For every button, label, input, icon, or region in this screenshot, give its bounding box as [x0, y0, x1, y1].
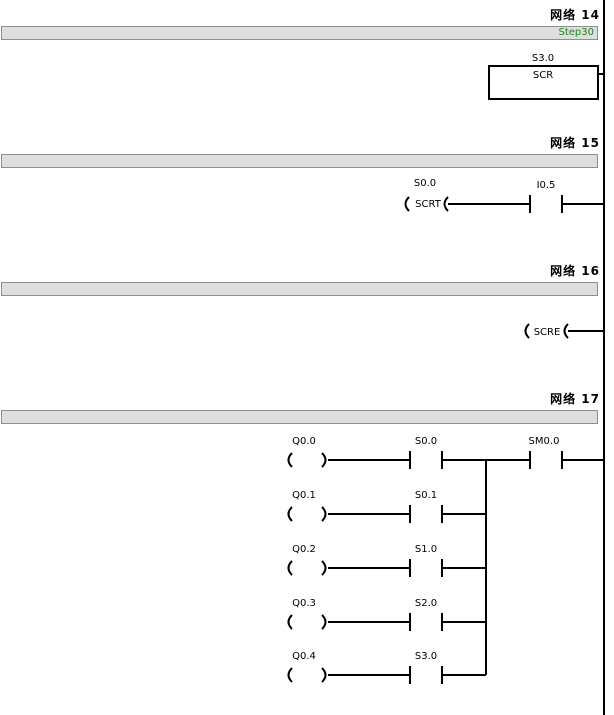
contact-sm0-0-address: SM0.0 — [529, 436, 560, 447]
branch-coil[interactable]: Q0.0 — [287, 436, 327, 468]
coil-scre-label: SCRE — [534, 327, 561, 338]
power-rail — [603, 0, 605, 715]
contact-i0-5[interactable]: I0.5 — [529, 180, 563, 213]
branch-coil[interactable]: Q0.3 — [287, 598, 327, 630]
scr-box-address: S3.0 — [532, 53, 554, 64]
scr-box-label: SCR — [533, 70, 553, 81]
contact-i0-5-address: I0.5 — [537, 180, 556, 191]
branch-contact[interactable]: S2.0 — [409, 598, 443, 631]
network-14-title[interactable]: 网络 14 — [550, 8, 600, 22]
branch-coil[interactable]: Q0.1 — [287, 490, 327, 522]
branch-coil-address: Q0.4 — [292, 651, 316, 662]
branch-contact-address: S1.0 — [415, 544, 437, 555]
scr-box[interactable]: S3.0 SCR — [488, 53, 604, 100]
branch-coil-address: Q0.3 — [292, 598, 316, 609]
branch-row: S0.0 Q0.0 — [287, 436, 486, 469]
coil-scrt-address: S0.0 — [414, 178, 436, 189]
network-16-comment-bar[interactable] — [1, 282, 598, 296]
branch-contact-address: S2.0 — [415, 598, 437, 609]
network-15-comment-bar[interactable] — [1, 154, 598, 168]
network-14-comment-bar[interactable]: Step30 — [1, 26, 598, 40]
branch-row: S1.0 Q0.2 — [287, 544, 486, 577]
coil-scre[interactable]: SCRE — [524, 323, 569, 339]
network-17-title[interactable]: 网络 17 — [550, 392, 600, 406]
branch-coil-address: Q0.1 — [292, 490, 316, 501]
network-17-comment-bar[interactable] — [1, 410, 598, 424]
branch-contact[interactable]: S0.1 — [409, 490, 443, 523]
branch-coil-address: Q0.2 — [292, 544, 316, 555]
contact-sm0-0[interactable]: SM0.0 — [529, 436, 563, 469]
network-16-title[interactable]: 网络 16 — [550, 264, 600, 278]
branch-row: S3.0 Q0.4 — [287, 651, 486, 684]
branch-contact-address: S3.0 — [415, 651, 437, 662]
network-17-main-rung — [485, 459, 604, 675]
coil-scrt-label: SCRT — [415, 199, 442, 210]
network-14-comment: Step30 — [558, 27, 595, 38]
branch-contact-address: S0.1 — [415, 490, 437, 501]
branch-contact[interactable]: S1.0 — [409, 544, 443, 577]
branch-coil[interactable]: Q0.4 — [287, 651, 327, 683]
branch-coil[interactable]: Q0.2 — [287, 544, 327, 576]
branch-row: S2.0 Q0.3 — [287, 598, 486, 631]
branch-contact[interactable]: S0.0 — [409, 436, 443, 469]
coil-scrt[interactable]: S0.0 SCRT — [404, 178, 449, 212]
network-17-branches: S0.0 Q0.0S0.1 Q0.1S1.0 Q0.2S2.0 Q0.3S3.0 Q0.4 — [287, 436, 486, 684]
network-15-title[interactable]: 网络 15 — [550, 136, 600, 150]
branch-contact-address: S0.0 — [415, 436, 437, 447]
branch-coil-address: Q0.0 — [292, 436, 316, 447]
branch-contact[interactable]: S3.0 — [409, 651, 443, 684]
branch-row: S0.1 Q0.1 — [287, 490, 486, 523]
